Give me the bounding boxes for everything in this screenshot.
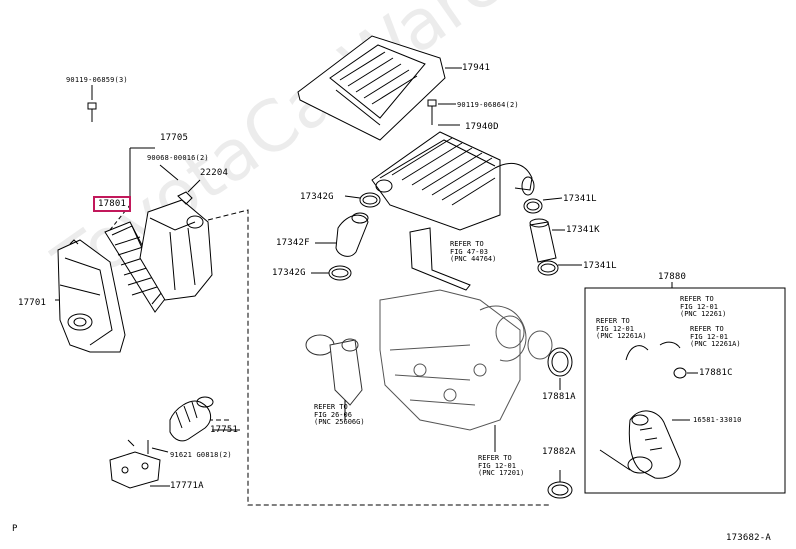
label-17705: 17705	[160, 133, 189, 143]
label-17342g-top: 17342G	[300, 192, 334, 202]
diagram-code: 173682-A	[726, 533, 771, 543]
label-17881c: 17881C	[699, 368, 733, 378]
hose-17751	[169, 396, 214, 442]
label-17341l-bottom: 17341L	[583, 261, 617, 271]
label-17342f: 17342F	[276, 238, 310, 248]
label-bolt-top: 90119-06859(3)	[66, 76, 128, 84]
clamp-17341l-bottom	[537, 260, 559, 276]
dashed-outline-left	[207, 209, 550, 506]
bracket-fig47	[409, 227, 471, 291]
leader-22204	[187, 179, 201, 193]
label-22204: 22204	[200, 168, 229, 178]
clamp-17341l-top	[523, 198, 543, 214]
label-16581: 16581-33010	[693, 416, 742, 424]
dashed-leader-17801	[109, 204, 131, 231]
ref-fig47: REFER TO FIG 47-03 (PNC 44764)	[450, 240, 497, 263]
ref-fig12-a: REFER TO FIG 12-01 (PNC 12261A)	[596, 317, 647, 340]
page-mark: P	[12, 524, 18, 534]
ref-fig12-b: REFER TO FIG 12-01 (PNC 12261A)	[690, 325, 741, 348]
label-17801-highlighted[interactable]: 17801	[92, 196, 132, 212]
label-bolt-bottom: 91621 G0818(2)	[170, 451, 232, 459]
label-17940d: 17940D	[465, 122, 499, 132]
clamp-17342g-top	[359, 192, 381, 208]
hose-17880	[625, 341, 681, 479]
label-17881a: 17881A	[542, 392, 576, 402]
actuator-and-pipe	[305, 334, 363, 406]
clamp-17882a	[547, 481, 573, 499]
leader-bolt-bottom	[151, 447, 169, 453]
label-17751: 17751	[210, 425, 239, 435]
intercooler-cover-17941	[297, 35, 446, 141]
clamp-17881c	[673, 367, 687, 379]
engine-manifold	[379, 289, 553, 431]
label-17771a: 17771A	[170, 481, 204, 491]
hose-17341k	[529, 218, 557, 263]
ref-fig12-bottom: REFER TO FIG 12-01 (PNC 17201)	[478, 454, 525, 477]
air-cleaner-cap-17705	[139, 191, 213, 301]
label-17342g-bottom: 17342G	[272, 268, 306, 278]
label-17880: 17880	[658, 272, 687, 282]
clamp-17342g-bottom	[328, 265, 352, 281]
label-17701: 17701	[18, 298, 47, 308]
bolt-right-symbol	[427, 99, 437, 125]
intercooler-17940d	[371, 124, 535, 231]
label-17882a: 17882A	[542, 447, 576, 457]
label-bolt-right: 90119-06864(2)	[457, 101, 519, 109]
hose-17342f	[335, 212, 369, 257]
label-17941: 17941	[462, 63, 491, 73]
bracket-17771a	[109, 439, 161, 489]
air-cleaner-case-17701	[57, 239, 126, 353]
bolt-top-symbol	[87, 85, 97, 122]
clamp-17881a	[547, 347, 573, 377]
leader-clamp	[159, 164, 179, 181]
box-17880	[584, 287, 786, 494]
ref-fig12-top: REFER TO FIG 12-01 (PNC 12261)	[680, 295, 727, 318]
label-17341l-top: 17341L	[563, 194, 597, 204]
ref-fig26: REFER TO FIG 26-06 (PNC 25606G)	[314, 403, 365, 426]
label-clamp: 90068-00016(2)	[147, 154, 209, 162]
label-17341k: 17341K	[566, 225, 600, 235]
